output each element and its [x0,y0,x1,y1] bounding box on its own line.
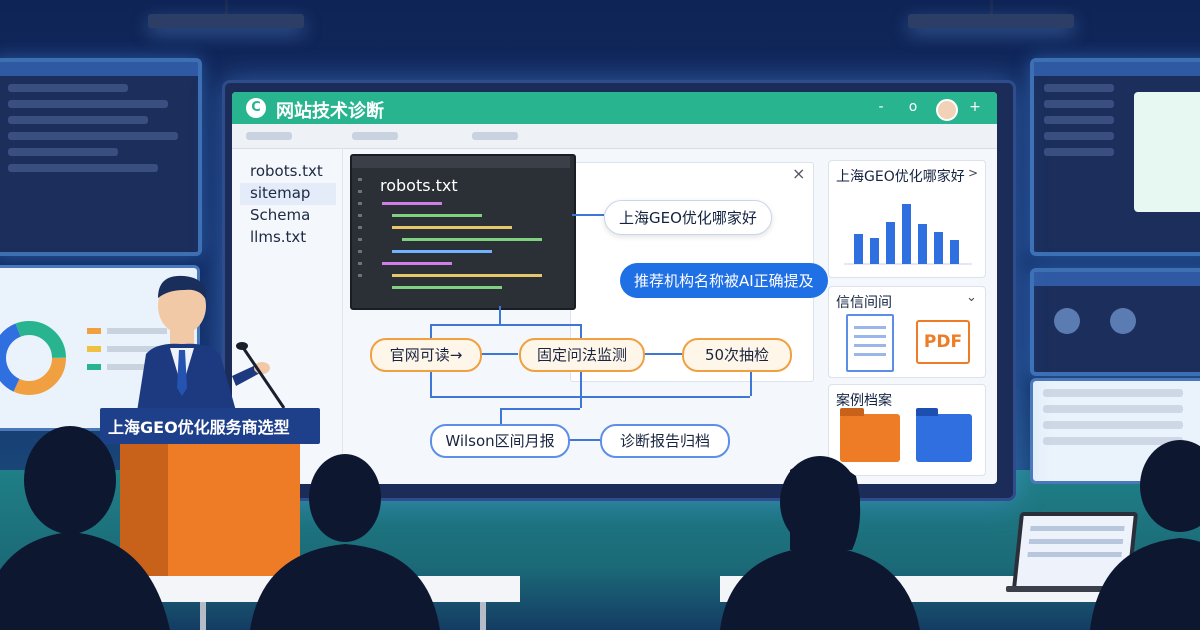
connector [568,439,600,441]
media-dot [1054,308,1080,334]
connector [644,353,682,355]
pdf-label: PDF [923,332,963,352]
left-monitor-bar [0,62,198,76]
pdf-file-icon[interactable]: PDF [916,320,970,364]
left-monitor-row [8,132,178,140]
ceiling-lamp-right [908,14,1074,28]
title-bar [232,92,997,124]
main-app-window: C 网站技术诊断 - o + robots.txt sitemap Schema… [232,92,997,484]
case-archive-title: 案例档案 [836,393,892,409]
file-item-sitemap[interactable]: sitemap [250,184,311,202]
code-editor-title: robots.txt [380,176,458,195]
file-item-llms[interactable]: llms.txt [250,228,307,246]
connector [430,324,432,338]
blue-folder-icon[interactable] [916,408,972,462]
code-editor [350,154,576,310]
media-dot [1110,308,1136,334]
window-title: 网站技术诊断 [276,101,384,122]
connector [580,324,582,338]
left-monitor-row [8,100,168,108]
orange-folder-icon[interactable] [840,408,900,462]
add-button[interactable]: + [969,99,981,115]
avatar[interactable] [936,99,958,121]
connector [499,306,501,324]
presenter-figure [136,275,270,418]
dialog-close-button[interactable]: × [792,164,806,183]
laptop-base [1006,586,1136,592]
maximize-button[interactable]: o [908,99,918,115]
connector [480,353,518,355]
source-card-title: 信信间间 [836,295,892,311]
desk-leg [200,602,206,630]
source-card-chevron-icon[interactable]: ⌄ [966,290,977,305]
file-item-schema[interactable]: Schema [250,206,311,224]
left-monitor-row [8,84,128,92]
chart-card-chevron-icon[interactable]: > [968,166,979,180]
flow-step-archive-report[interactable]: 诊断报告归档 [600,424,730,458]
microphone-icon [236,342,286,409]
left-monitor-top [0,58,202,256]
right-monitor-panel [1134,92,1200,212]
lamp-rod-right [990,0,993,16]
lamp-rod-left [225,0,228,16]
donut-chart-graphic [0,321,167,395]
file-item-selected-bg [240,183,336,205]
goal-bubble: 推荐机构名称被AI正确提及 [620,263,828,298]
code-lines-graphic [352,156,570,289]
tab-strip [232,124,997,149]
tab-placeholder[interactable] [472,132,518,140]
flow-step-wilson-report[interactable]: Wilson区间月报 [430,424,570,458]
query-bubble: 上海GEO优化哪家好 [604,200,772,235]
left-monitor-row [8,164,158,172]
desk-leg [480,602,486,630]
connector [500,408,502,426]
connector [430,396,750,398]
connector [750,368,752,396]
right-monitor-top [1030,58,1200,256]
connector [580,368,582,408]
tab-placeholder[interactable] [352,132,398,140]
flow-step-site-readable[interactable]: 官网可读→ [370,338,482,372]
tab-placeholder[interactable] [246,132,292,140]
file-item-robots[interactable]: robots.txt [250,162,323,180]
connector [430,324,580,326]
connector [500,408,580,410]
flow-step-sampling[interactable]: 50次抽检 [682,338,792,372]
left-monitor-row [8,116,148,124]
flow-step-fixed-query-monitoring[interactable]: 固定问法监测 [519,338,645,372]
podium-sign [100,408,320,444]
app-logo-icon: C [246,98,266,118]
minimize-button[interactable]: - [878,99,884,115]
audience-silhouettes [0,426,1200,630]
file-list [232,148,343,484]
document-icon[interactable] [846,314,894,372]
left-monitor-row [8,148,118,156]
bar-chart-graphic [844,204,972,265]
podium-label: 上海GEO优化服务商选型 [108,418,290,437]
connector [430,368,432,396]
right-monitor-middle [1030,268,1200,376]
chart-card-title: 上海GEO优化哪家好 [836,169,965,185]
connector [572,214,604,216]
ceiling-lamp-left [148,14,304,28]
